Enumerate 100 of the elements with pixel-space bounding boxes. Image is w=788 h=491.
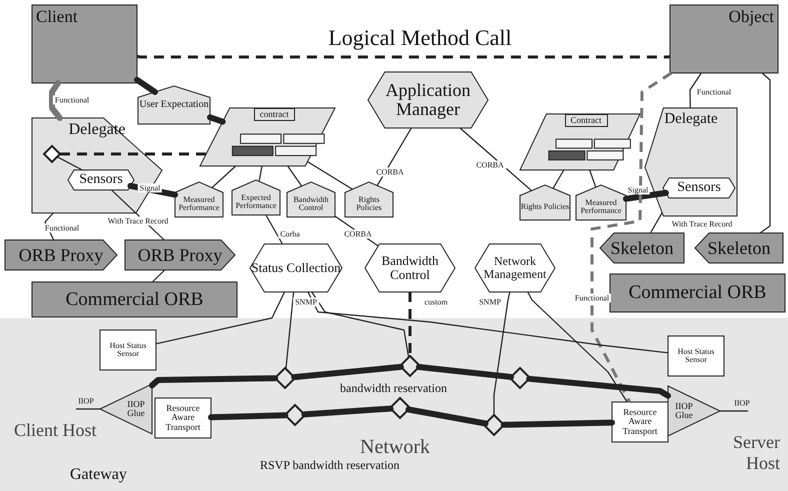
router-diamond xyxy=(400,356,420,376)
node-label: Expected Performance xyxy=(234,194,278,210)
hexagon-box xyxy=(475,244,555,292)
connector-line xyxy=(760,72,771,234)
node-label: Measured Performance xyxy=(178,196,220,212)
pentagon-box xyxy=(232,180,280,215)
connector-line xyxy=(720,410,748,412)
node-label: Commercial ORB xyxy=(66,290,204,310)
node-label: Commercial ORB xyxy=(628,283,766,303)
thick-line xyxy=(500,420,615,428)
pentagon-box xyxy=(287,182,335,217)
node-label: User Expectation xyxy=(139,100,209,110)
connector-line xyxy=(589,170,596,188)
hexagon-box xyxy=(663,178,735,198)
process-box xyxy=(32,5,137,83)
node-label: Measured Performance xyxy=(580,198,622,216)
edge-label: With Trace Record xyxy=(670,220,734,228)
process-box xyxy=(612,402,668,442)
node-label: contract xyxy=(254,108,295,122)
connector-line xyxy=(287,166,302,186)
connector-line xyxy=(258,166,263,182)
note-text: Client Host xyxy=(14,420,97,441)
edge-label: IIOP xyxy=(732,398,752,408)
edge-label: CORBA xyxy=(474,160,506,170)
hexagon-box xyxy=(365,244,455,292)
connector-line xyxy=(460,128,532,192)
router-diamond xyxy=(44,146,60,162)
node-label: IIOP Glue xyxy=(674,402,694,420)
node-label: Skeleton xyxy=(708,238,770,258)
process-box xyxy=(670,5,778,73)
edge-label: SNMP xyxy=(293,298,319,306)
edge-label: SNMP xyxy=(477,298,503,306)
delegate-box xyxy=(32,118,162,213)
triangle-box xyxy=(100,384,152,434)
dashed-line xyxy=(60,152,207,156)
thick-line xyxy=(623,190,669,202)
connector-line xyxy=(76,408,100,410)
arrow-box xyxy=(695,233,783,263)
thick-line xyxy=(128,182,178,198)
thick-line xyxy=(207,114,226,125)
edge-label: Functional xyxy=(52,96,92,104)
note-text: Gateway xyxy=(70,466,127,484)
thick-line xyxy=(49,80,63,121)
router-diamond xyxy=(390,398,410,418)
node-label: Skeleton xyxy=(610,238,674,258)
thick-line xyxy=(416,364,514,380)
pentagon-box xyxy=(576,185,626,220)
edge-label: With Trace Record xyxy=(106,216,170,226)
node-label: Object xyxy=(728,8,774,26)
hexagon-box xyxy=(250,244,342,292)
hexagon-box xyxy=(68,170,134,190)
connector-line xyxy=(307,161,353,190)
connector-line xyxy=(552,170,564,189)
router-diamond xyxy=(285,405,305,425)
edge-label: custom xyxy=(422,298,450,306)
node-label: Rights Policies xyxy=(520,202,570,212)
node-label: Sensors xyxy=(79,172,123,188)
connector-line xyxy=(493,292,510,415)
thick-line xyxy=(208,412,288,420)
edge-label: Signal xyxy=(626,186,650,194)
process-box xyxy=(610,274,785,312)
connector-line xyxy=(311,292,410,358)
node-label: Resource Aware Transport xyxy=(622,408,658,436)
contract-box xyxy=(520,114,640,170)
connector-line xyxy=(265,214,283,244)
dashed-line xyxy=(590,72,672,403)
connector-line xyxy=(689,72,702,108)
node-label: Sensors xyxy=(677,180,721,196)
thick-line xyxy=(149,375,278,388)
pentagon-box xyxy=(138,86,210,124)
node-label: Application Manager xyxy=(384,81,472,119)
thick-line xyxy=(406,406,488,426)
dashed-line xyxy=(136,54,670,58)
hexagon-box xyxy=(368,72,488,128)
process-box xyxy=(155,398,211,438)
thick-line xyxy=(526,376,671,399)
edge-label: Signal xyxy=(138,184,162,192)
router-diamond xyxy=(510,368,530,388)
node-label: Host Status Sensor xyxy=(108,342,148,358)
node-label: ORB Proxy xyxy=(138,246,222,264)
connector-line xyxy=(527,292,628,402)
edge-label: Functional xyxy=(694,88,734,96)
node-label: Status Collection xyxy=(251,261,341,275)
edge-label: CORBA xyxy=(342,230,374,238)
note-text: bandwidth reservation xyxy=(340,381,447,396)
connector-line xyxy=(650,212,663,234)
process-box xyxy=(100,330,156,370)
arrow-box xyxy=(125,240,235,270)
thick-line xyxy=(301,406,394,418)
connector-line xyxy=(307,292,668,354)
contract-box xyxy=(200,108,335,166)
node-label: ORB Proxy xyxy=(18,246,104,264)
pentagon-box xyxy=(175,182,223,217)
note-text: Network xyxy=(360,436,430,459)
node-label: Network Management xyxy=(482,255,548,281)
thick-line xyxy=(134,76,158,95)
node-label: Rights Policies xyxy=(355,196,383,212)
node-label: Contract xyxy=(564,114,608,128)
dashed-line xyxy=(408,292,412,356)
arrow-box xyxy=(600,233,684,263)
